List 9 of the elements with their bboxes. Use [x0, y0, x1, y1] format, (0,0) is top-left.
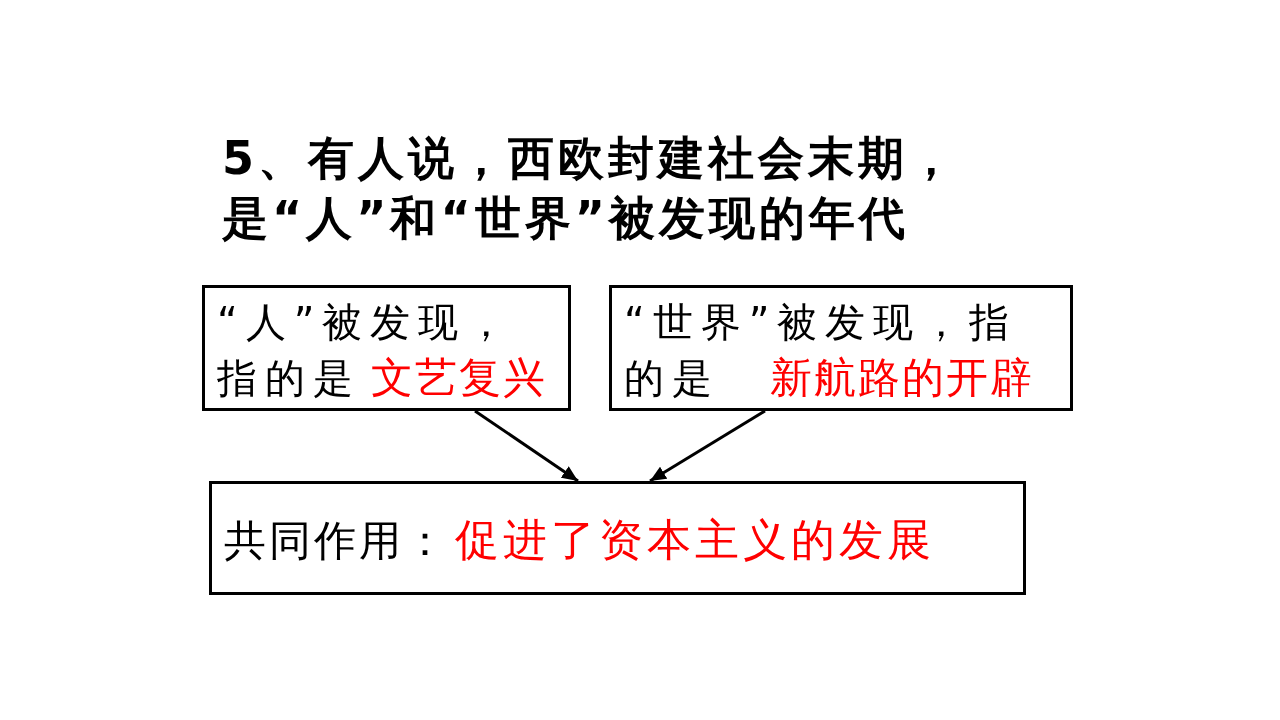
sentence-text: 共同作用：促进了资本主义的发展 [224, 513, 935, 567]
text-box [609, 285, 1073, 411]
sentence-text: “人”被发现，指的是 文艺复兴 [217, 298, 547, 404]
arrow [649, 409, 766, 483]
sentence-text: “世界”被发现，指的是 新航路的开辟 [624, 298, 1035, 404]
text-box [209, 481, 1026, 595]
arrow [474, 409, 579, 483]
title: 5、有人说，西欧封建社会末期，是“人”和“世界”被发现的年代 [222, 130, 959, 247]
text-box [202, 285, 571, 411]
